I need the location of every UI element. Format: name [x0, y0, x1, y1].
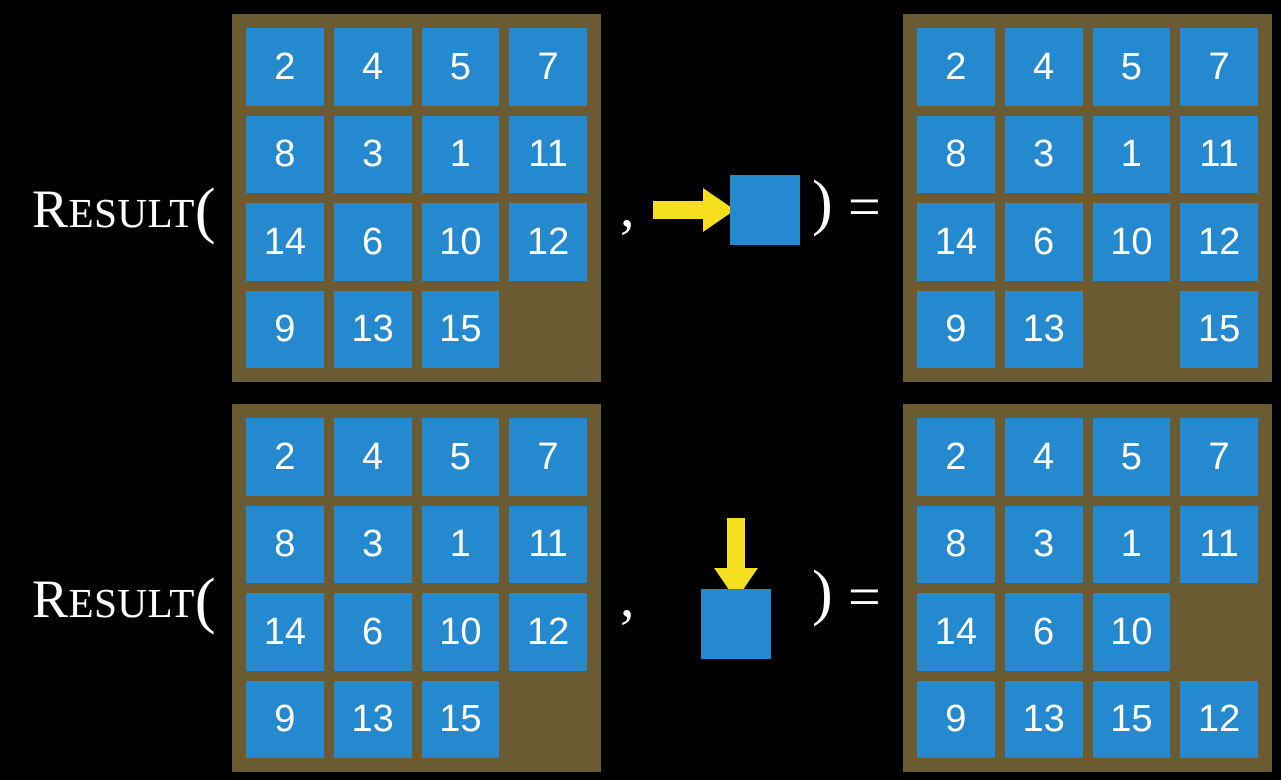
tile: 15	[1092, 680, 1171, 758]
tile: 15	[421, 290, 500, 368]
tile: 11	[1180, 115, 1258, 193]
tile: 9	[917, 680, 995, 758]
tile: 6	[1004, 203, 1083, 281]
separator-comma-bottom: ,	[620, 564, 635, 629]
tile: 8	[917, 115, 995, 193]
tile: 14	[917, 203, 995, 281]
tile: 14	[246, 203, 324, 281]
tile: 3	[333, 115, 412, 193]
tile: 1	[421, 505, 500, 583]
tile: 7	[509, 418, 587, 496]
result-close-paren-bottom: )	[812, 559, 833, 627]
tile: 6	[333, 203, 412, 281]
tile: 4	[1004, 418, 1083, 496]
tile: 10	[1092, 593, 1171, 671]
result-label-top: RESULT(	[32, 176, 216, 242]
tile: 11	[509, 115, 587, 193]
tile: 1	[421, 115, 500, 193]
tile: 6	[333, 593, 412, 671]
tile: 14	[246, 593, 324, 671]
tile: 5	[1092, 418, 1171, 496]
tile: 13	[1004, 680, 1083, 758]
tile: 9	[917, 290, 995, 368]
result-open-paren: (	[194, 177, 216, 245]
tile: 2	[246, 418, 324, 496]
tile: 3	[333, 505, 412, 583]
tile: 14	[917, 593, 995, 671]
result-label-rest: ESULT	[68, 580, 195, 626]
tile-empty	[1180, 593, 1258, 671]
tile: 10	[421, 203, 500, 281]
result-label-initial: R	[32, 179, 69, 239]
operand-square-top	[730, 175, 800, 245]
result-label-rest: ESULT	[68, 190, 195, 236]
tile: 12	[509, 593, 587, 671]
arrow-right-icon	[653, 188, 735, 232]
separator-comma-top: ,	[620, 174, 635, 239]
tile-empty	[509, 291, 587, 369]
tile: 12	[1180, 203, 1258, 281]
tile: 10	[1092, 203, 1171, 281]
tile: 7	[1180, 28, 1258, 106]
result-label-bottom: RESULT(	[32, 566, 216, 632]
tile: 15	[1180, 290, 1258, 368]
tile-empty	[509, 681, 587, 759]
result-close-paren-top: )	[812, 169, 833, 237]
operand-square-bottom	[701, 589, 771, 659]
tile: 2	[917, 28, 995, 106]
tile: 7	[1180, 418, 1258, 496]
tile: 2	[246, 28, 324, 106]
result-label-initial: R	[32, 569, 69, 629]
tile: 11	[1180, 505, 1258, 583]
tile: 6	[1004, 593, 1083, 671]
tile: 3	[1004, 505, 1083, 583]
arrow-down-icon	[714, 518, 758, 600]
tile: 13	[333, 290, 412, 368]
tile: 12	[1180, 680, 1258, 758]
tile: 9	[246, 680, 324, 758]
tile: 4	[333, 28, 412, 106]
tile: 11	[509, 505, 587, 583]
tile: 9	[246, 290, 324, 368]
tile: 13	[1004, 290, 1083, 368]
tile: 5	[421, 418, 500, 496]
tile: 10	[421, 593, 500, 671]
tile: 3	[1004, 115, 1083, 193]
tile: 1	[1092, 115, 1171, 193]
tile: 13	[333, 680, 412, 758]
tile: 5	[421, 28, 500, 106]
tile: 2	[917, 418, 995, 496]
tile: 5	[1092, 28, 1171, 106]
result-open-paren: (	[194, 567, 216, 635]
tile: 4	[333, 418, 412, 496]
tile-empty	[1093, 291, 1171, 369]
equals-sign-top: =	[848, 174, 881, 239]
tile: 7	[509, 28, 587, 106]
tile: 8	[917, 505, 995, 583]
tile: 15	[421, 680, 500, 758]
tile: 1	[1092, 505, 1171, 583]
tile: 8	[246, 505, 324, 583]
tile: 8	[246, 115, 324, 193]
tile: 4	[1004, 28, 1083, 106]
tile: 12	[509, 203, 587, 281]
equals-sign-bottom: =	[848, 564, 881, 629]
